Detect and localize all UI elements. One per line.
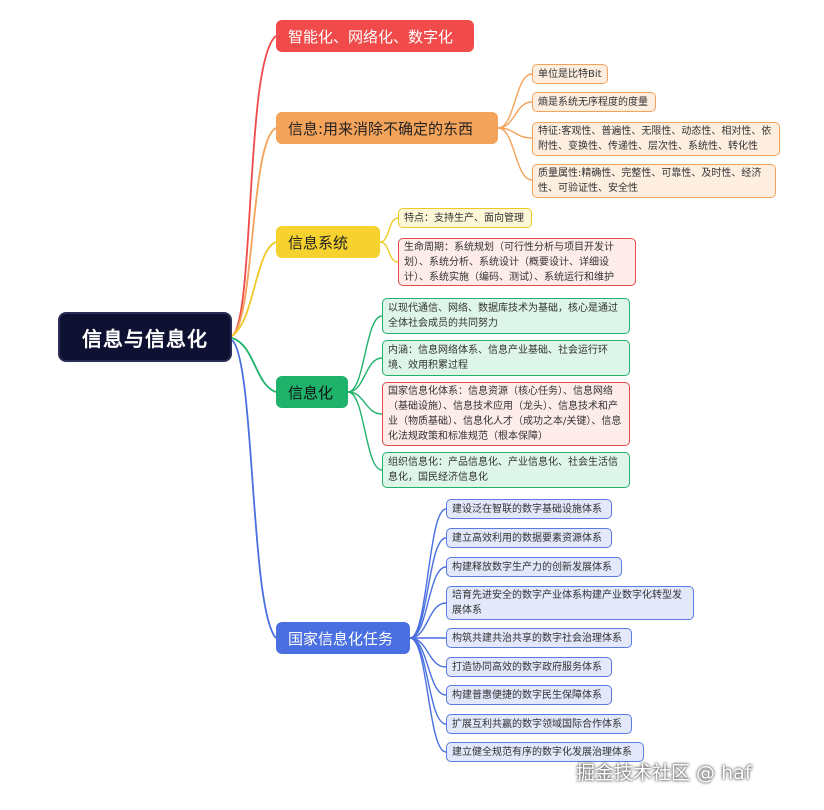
leaf-foundation[interactable]: 以现代通信、网络、数据库技术为基础，核心是通过全体社会成员的共同努力 — [382, 298, 630, 334]
branch-information[interactable]: 信息:用来消除不确定的东西 — [276, 112, 498, 144]
leaf-entropy[interactable]: 熵是系统无序程度的度量 — [532, 92, 656, 112]
leaf-life-cycle[interactable]: 生命周期：系统规划（可行性分析与项目开发计划）、系统分析、系统设计（概要设计、详… — [398, 238, 636, 286]
leaf-task-4[interactable]: 培育先进安全的数字产业体系构建产业数字化转型发展体系 — [446, 586, 694, 620]
links-green — [347, 315, 383, 471]
links-yellow — [379, 217, 399, 263]
branch-national-tasks[interactable]: 国家信息化任务 — [276, 622, 410, 654]
link-root-red — [231, 35, 277, 337]
branch-information-system[interactable]: 信息系统 — [276, 226, 380, 258]
leaf-task-6[interactable]: 打造协同高效的数字政府服务体系 — [446, 657, 612, 677]
leaf-task-2[interactable]: 建立高效利用的数据要素资源体系 — [446, 528, 612, 548]
leaf-task-8[interactable]: 扩展互利共赢的数字领域国际合作体系 — [446, 714, 632, 734]
leaf-task-7[interactable]: 构建普惠便捷的数字民生保障体系 — [446, 685, 612, 705]
link-root-green — [231, 337, 277, 393]
leaf-quality[interactable]: 质量属性:精确性、完整性、可靠性、及时性、经济性、可验证性、安全性 — [532, 164, 776, 198]
watermark: 掘金技术社区 @ haf — [576, 762, 752, 784]
leaf-organization[interactable]: 组织信息化：产品信息化、产业信息化、社会生活信息化，国民经济信息化 — [382, 452, 630, 488]
root-node[interactable]: 信息与信息化 — [58, 312, 232, 362]
leaf-unit-bit[interactable]: 单位是比特Bit — [532, 64, 608, 84]
leaf-national-system[interactable]: 国家信息化体系：信息资源（核心任务）、信息网络（基础设施）、信息技术应用（龙头）… — [382, 382, 630, 446]
link-root-blue — [231, 339, 277, 639]
branch-intelligentization[interactable]: 智能化、网络化、数字化 — [276, 20, 474, 52]
links-orange — [497, 73, 533, 181]
leaf-task-5[interactable]: 构筑共建共治共享的数字社会治理体系 — [446, 628, 632, 648]
link-root-yellow — [231, 241, 277, 337]
leaf-connotation[interactable]: 内涵：信息网络体系、信息产业基础、社会运行环境、效用积累过程 — [382, 340, 630, 376]
leaf-task-1[interactable]: 建设泛在智联的数字基础设施体系 — [446, 499, 612, 519]
leaf-features[interactable]: 特征:客观性、普遍性、无限性、动态性、相对性、依附性、变换性、传递性、层次性、系… — [532, 122, 780, 156]
links-blue — [409, 508, 447, 753]
leaf-task-9[interactable]: 建立健全规范有序的数字化发展治理体系 — [446, 742, 644, 762]
leaf-task-3[interactable]: 构建释放数字生产力的创新发展体系 — [446, 557, 622, 577]
leaf-system-features[interactable]: 特点：支持生产、面向管理 — [398, 208, 532, 228]
branch-informatization[interactable]: 信息化 — [276, 376, 348, 408]
link-root-orange — [231, 127, 277, 337]
